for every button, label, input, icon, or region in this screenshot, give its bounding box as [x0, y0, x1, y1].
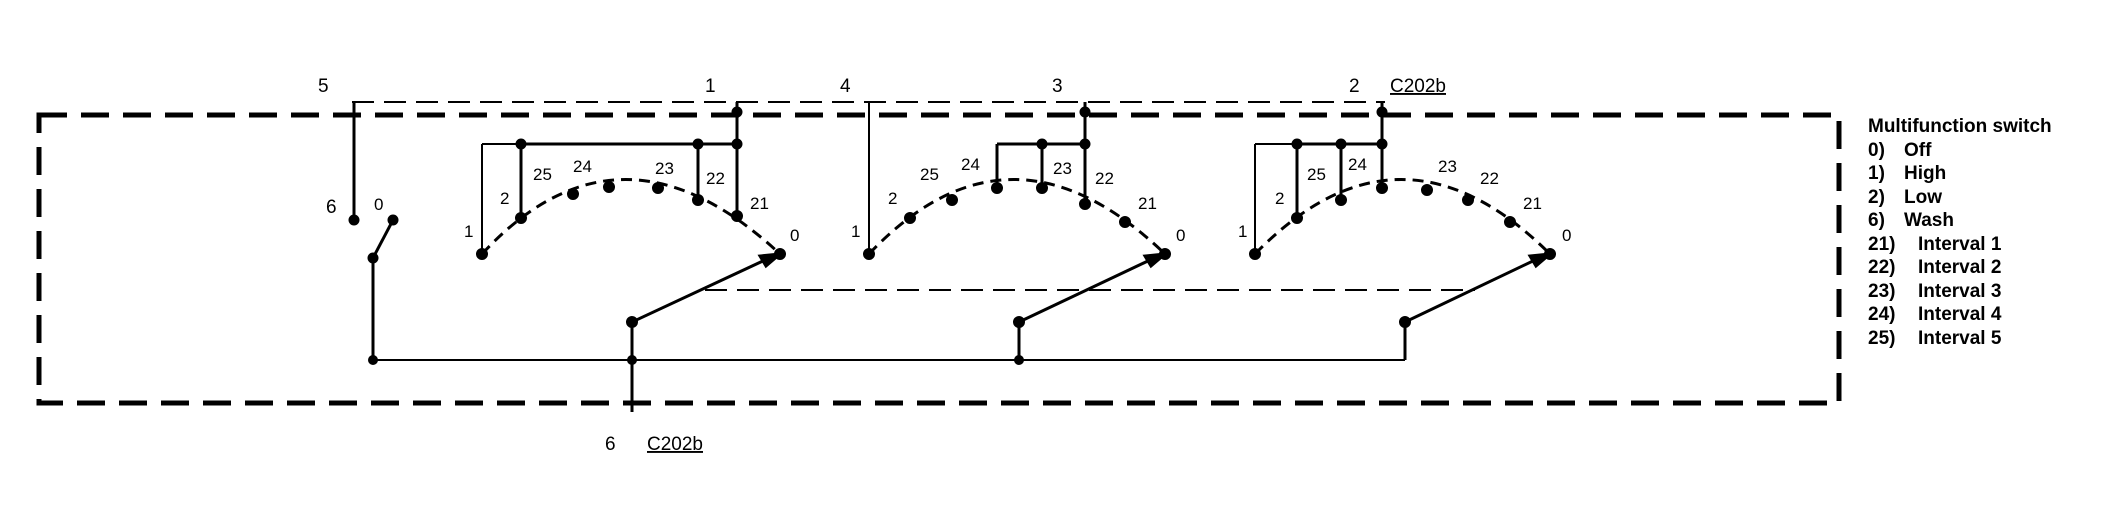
legend-label: Interval 2	[1918, 257, 2002, 278]
legend-label: Interval 5	[1918, 327, 2002, 349]
legend-code: 2)	[1868, 186, 1885, 208]
legend-code: 6)	[1868, 210, 1885, 231]
s3-pos-23: 23	[1438, 157, 1457, 176]
top-connector-label: C202b	[1390, 76, 1446, 97]
legend-item: 2) Low	[1868, 186, 2052, 210]
s3-pos-2: 2	[1275, 189, 1284, 208]
legend-code: 1)	[1868, 163, 1885, 184]
s2-pos-21: 21	[1138, 194, 1157, 213]
s1-pos-21: 21	[750, 194, 769, 213]
s1-pos-23: 23	[655, 159, 674, 178]
legend-item: 6) Wash	[1868, 209, 2052, 233]
s3-pos-25: 25	[1307, 165, 1326, 184]
s2-pos-0: 0	[1176, 226, 1185, 245]
legend-item: 0) Off	[1868, 139, 2052, 163]
legend-item: 25) Interval 5	[1868, 327, 2052, 351]
legend-item: 24) Interval 4	[1868, 303, 2052, 327]
s3-pos-21: 21	[1523, 194, 1542, 213]
legend-code: 0)	[1868, 139, 1885, 161]
s1-pos-24: 24	[573, 157, 592, 176]
legend-code: 23)	[1868, 280, 1896, 302]
switch-housing-outline	[36, 112, 1842, 406]
switch-section-1: 1 2 25 24 23 22 21 0	[464, 102, 799, 328]
s1-pos-25: 25	[533, 165, 552, 184]
terminal-3-label: 3	[1052, 76, 1063, 97]
s3-pos-24: 24	[1348, 155, 1367, 174]
s2-pos-1: 1	[851, 222, 860, 241]
legend-label: Interval 3	[1918, 280, 2002, 302]
s2-pos-25: 25	[920, 165, 939, 184]
common-ground-wire	[368, 322, 1407, 412]
legend-code: 21)	[1868, 233, 1896, 255]
s1-pos-22: 22	[706, 169, 725, 188]
legend-label: Off	[1904, 139, 1932, 161]
s2-pos-22: 22	[1095, 169, 1114, 188]
terminal-4-label: 4	[840, 76, 851, 97]
s2-pos-23: 23	[1053, 159, 1072, 178]
legend-title: Multifunction switch	[1868, 116, 2052, 137]
switch-section-2: 1 2 25 24 23 22 21 0	[851, 102, 1185, 328]
legend-label: Wash	[1904, 210, 1954, 231]
s3-pos-1: 1	[1238, 222, 1247, 241]
legend-item: 21) Interval 1	[1868, 233, 2052, 257]
wash-contact-0-label: 0	[374, 195, 383, 214]
legend-label: Interval 1	[1918, 233, 2002, 255]
legend-label: High	[1904, 163, 1947, 184]
s1-pos-0: 0	[790, 226, 799, 245]
legend-item: 23) Interval 3	[1868, 280, 2052, 304]
legend-label: Low	[1904, 186, 1942, 208]
legend: Multifunction switch 0) Off 1) High 2) L…	[1868, 115, 2052, 350]
s1-pos-1: 1	[464, 222, 473, 241]
legend-item: 1) High	[1868, 162, 2052, 186]
legend-code: 25)	[1868, 327, 1896, 349]
wash-switch	[348, 102, 399, 360]
s1-pos-2: 2	[500, 189, 509, 208]
s2-pos-24: 24	[961, 155, 980, 174]
terminal-6-left-label: 6	[326, 197, 337, 218]
terminal-2-label: 2	[1349, 76, 1360, 97]
legend-code: 22)	[1868, 257, 1896, 278]
terminal-6-bottom-label: 6	[605, 434, 616, 455]
legend-code: 24)	[1868, 304, 1896, 325]
legend-label: Interval 4	[1918, 304, 2002, 325]
legend-item: 22) Interval 2	[1868, 256, 2052, 280]
s2-pos-2: 2	[888, 189, 897, 208]
switch-section-3: 1 2 25 24 23 22 21 0	[1238, 102, 1571, 328]
s3-pos-0: 0	[1562, 226, 1571, 245]
terminal-5-label: 5	[318, 76, 329, 97]
s3-pos-22: 22	[1480, 169, 1499, 188]
terminal-1-label: 1	[705, 76, 716, 97]
bottom-connector-label: C202b	[647, 434, 703, 455]
